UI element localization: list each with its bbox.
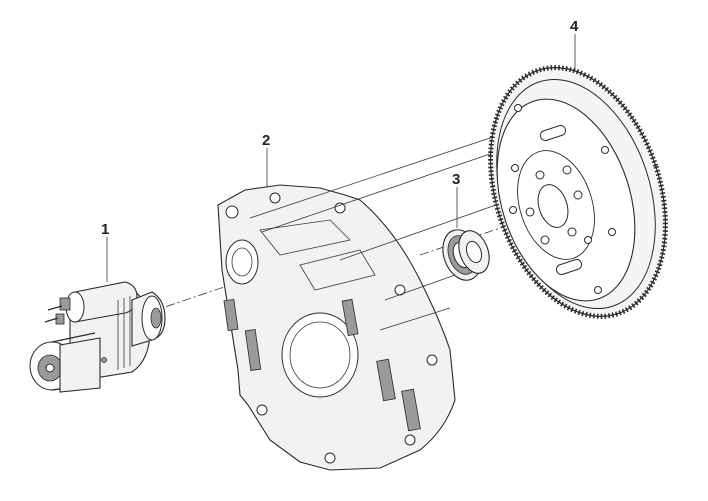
housing-bolt-hole-6 (404, 434, 416, 446)
flywheel (488, 65, 668, 319)
crank-bolt-hole-3 (573, 190, 583, 200)
housing-pocket-1 (223, 298, 239, 332)
callout-flywheel: 4 (570, 18, 579, 35)
clutch-hole-6 (594, 286, 602, 294)
axis-starter (149, 284, 231, 313)
callout-flywheel-housing: 2 (262, 132, 270, 149)
clutch-hole-4 (601, 146, 609, 154)
housing-boss-top (259, 219, 351, 256)
starter-bolt-hole (101, 357, 107, 363)
assembly-guide-1 (249, 127, 521, 219)
terminal-stud-a (47, 305, 63, 311)
solenoid-terminal-a (59, 297, 71, 311)
assembly-guide-5 (379, 307, 451, 331)
crank-bolt-hole-6 (525, 207, 535, 217)
housing-bolt-hole-7 (324, 452, 336, 464)
flywheel-center-bore (537, 184, 569, 228)
callout-bearing: 3 (452, 171, 460, 188)
assembly-guide-3 (339, 199, 511, 261)
housing-bolt-hole-1 (225, 205, 239, 219)
starter-end-bolt (45, 363, 55, 373)
starter-motor (29, 281, 166, 393)
ring-gear-teeth (488, 65, 668, 319)
pilot-bearing (442, 229, 490, 281)
housing-pocket-2 (244, 329, 262, 371)
starter-yoke (59, 337, 101, 393)
assembly-guide-4 (384, 274, 456, 301)
clutch-hole-7 (584, 236, 592, 244)
pinion-gear (150, 307, 162, 329)
housing-bolt-hole-8 (256, 404, 268, 416)
housing-bore-inner (289, 321, 351, 389)
crank-bolt-hole-4 (567, 227, 577, 237)
solenoid (74, 281, 138, 323)
starter-mount-opening (225, 239, 259, 285)
clutch-hole-5 (608, 228, 616, 236)
callout-starter: 1 (101, 221, 109, 238)
crank-bolt-hole-5 (540, 235, 550, 245)
housing-bolt-hole-2 (269, 192, 281, 204)
clutch-hole-1 (514, 104, 522, 112)
housing-boss-mid (299, 249, 376, 291)
housing-pocket-3 (376, 358, 396, 402)
callout-labels: 1 2 3 4 (101, 18, 579, 238)
flywheel-slot-top (539, 125, 567, 141)
housing-pocket-4 (401, 388, 421, 432)
terminal-stud-b (44, 317, 59, 323)
flywheel-housing (217, 127, 526, 471)
clutch-hole-3 (509, 206, 517, 214)
bearing-back-bore (465, 240, 483, 264)
housing-bolt-hole-5 (426, 354, 438, 366)
flywheel-hub-ring (517, 150, 595, 260)
housing-bolt-hole-3 (334, 202, 346, 214)
solenoid-terminal-b (55, 313, 65, 325)
crank-bolt-hole-1 (535, 170, 545, 180)
assembly-guide-2 (261, 141, 526, 233)
starter-body-edge-top (51, 332, 96, 343)
clutch-hole-2 (511, 164, 519, 172)
starter-mount-inner (231, 247, 253, 277)
crank-bolt-hole-2 (562, 165, 572, 175)
flywheel-slot-bottom (555, 259, 583, 275)
housing-pocket-5 (341, 298, 359, 337)
housing-center-bore (281, 312, 359, 398)
